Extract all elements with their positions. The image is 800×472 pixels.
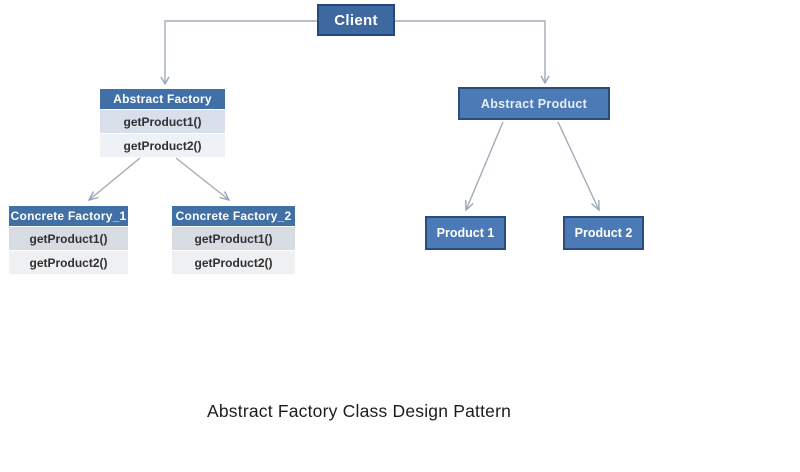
concrete-factory-1-method-2: getProduct2() (9, 250, 128, 274)
concrete-factory-2-method-2: getProduct2() (172, 250, 295, 274)
connector-ap-to-product1 (465, 121, 504, 211)
arrowhead-abstract-factory (160, 76, 170, 86)
client-label: Client (334, 11, 378, 29)
arrowhead-product2 (591, 199, 600, 212)
abstract-factory-class: Abstract Factory getProduct1() getProduc… (100, 89, 225, 157)
arrowhead-abstract-product (540, 75, 550, 85)
concrete-factory-1-class: Concrete Factory_1 getProduct1() getProd… (9, 206, 128, 274)
connector-ap-to-product2 (557, 121, 600, 211)
concrete-factory-2-title: Concrete Factory_2 (172, 206, 295, 226)
connector-af-to-cf2 (175, 157, 230, 201)
abstract-product-node: Abstract Product (458, 87, 610, 120)
concrete-factory-1-method-1: getProduct1() (9, 226, 128, 250)
arrowhead-cf2 (219, 191, 231, 202)
arrowhead-product1 (465, 199, 474, 212)
product-2-node: Product 2 (563, 216, 644, 250)
product-1-node: Product 1 (425, 216, 506, 250)
abstract-product-label: Abstract Product (480, 96, 588, 111)
abstract-factory-method-2: getProduct2() (100, 133, 225, 157)
diagram-caption: Abstract Factory Class Design Pattern (207, 401, 512, 421)
concrete-factory-2-class: Concrete Factory_2 getProduct1() getProd… (172, 206, 295, 274)
concrete-factory-1-title: Concrete Factory_1 (9, 206, 128, 226)
concrete-factory-2-method-1: getProduct1() (172, 226, 295, 250)
product-1-label: Product 1 (436, 226, 495, 240)
arrowhead-cf1 (87, 191, 99, 202)
product-2-label: Product 2 (574, 226, 633, 240)
connector-af-to-cf1 (88, 157, 141, 201)
connector-client-to-abstract-product (395, 20, 546, 82)
abstract-factory-title: Abstract Factory (100, 89, 225, 109)
connector-client-to-abstract-factory (164, 20, 317, 83)
abstract-factory-method-1: getProduct1() (100, 109, 225, 133)
client-node: Client (317, 4, 395, 36)
